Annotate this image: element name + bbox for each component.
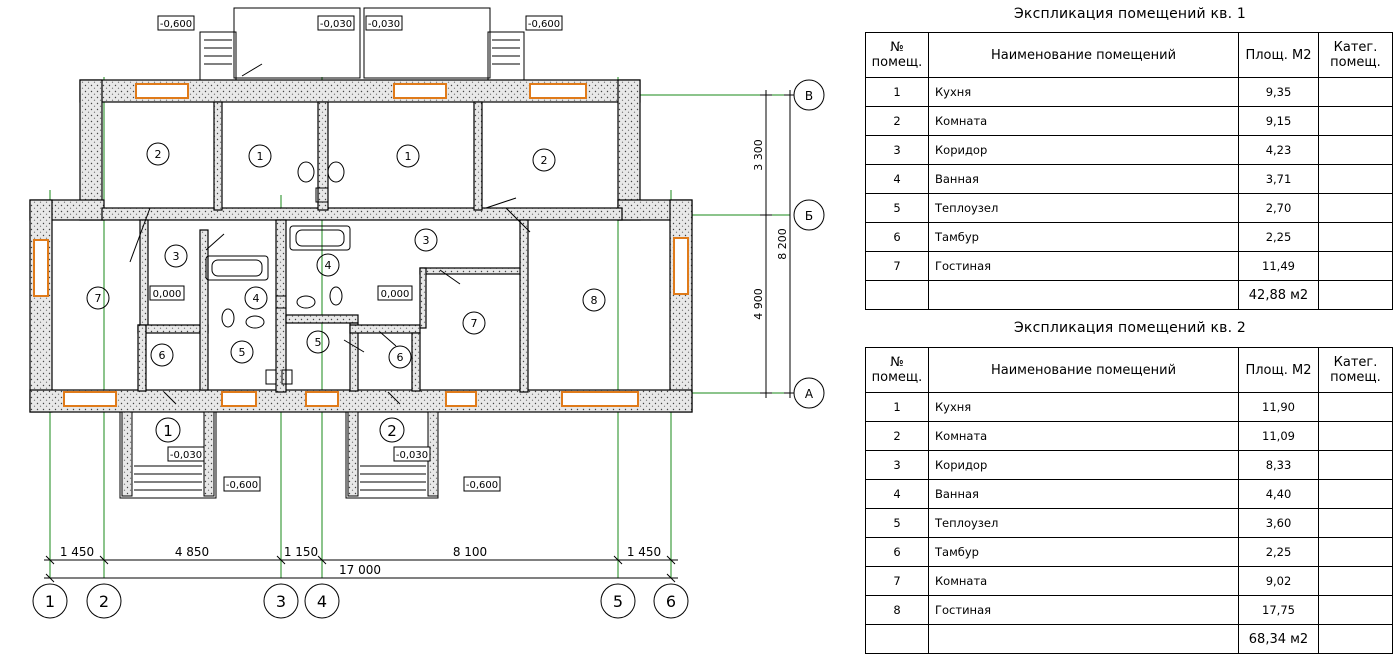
room-tag: 6 — [397, 351, 404, 364]
axis-row-label: Б — [805, 209, 813, 223]
axis-col-label: 6 — [666, 592, 676, 611]
fixtures — [205, 161, 351, 385]
column-header: Катег. помещ. — [1318, 347, 1393, 393]
room-tag: 6 — [159, 349, 166, 362]
room-tag: 5 — [239, 346, 246, 359]
total-area: 68,34 м2 — [1238, 624, 1319, 654]
level-mark: -0,600 — [160, 19, 192, 30]
room-tag: 7 — [95, 292, 102, 305]
explication-table-1: № помещ. Наименование помещений Площ. М2… — [865, 32, 1393, 310]
bottom-porches — [119, 411, 439, 499]
explication-tables: Экспликация помещений кв. 1 № помещ. Наи… — [860, 0, 1400, 664]
top-porches — [199, 7, 525, 81]
table-2-title: Экспликация помещений кв. 2 — [1013, 320, 1247, 336]
dim-right: 4 900 — [752, 288, 765, 320]
level-mark: -0,600 — [226, 480, 258, 491]
table-1-title: Экспликация помещений кв. 1 — [1013, 6, 1247, 22]
room-tag: 3 — [423, 234, 430, 247]
axis-col-label: 2 — [99, 592, 109, 611]
explication-table-2: № помещ. Наименование помещений Площ. М2… — [865, 347, 1393, 654]
column-header: Площ. М2 — [1238, 347, 1319, 393]
room-tag: 8 — [591, 294, 598, 307]
column-header: № помещ. — [865, 32, 929, 78]
entrance-tag: 2 — [387, 422, 397, 440]
room-tag: 4 — [253, 292, 260, 305]
column-header: Площ. М2 — [1238, 32, 1319, 78]
axis-row-label: В — [805, 89, 813, 103]
axis-col-label: 4 — [317, 592, 327, 611]
axis-col-label: 1 — [45, 592, 55, 611]
column-header: Наименование помещений — [928, 32, 1239, 78]
room-tags — [86, 142, 606, 369]
total-area: 42,88 м2 — [1238, 280, 1319, 310]
dimensions-bottom — [44, 555, 678, 583]
column-header: Наименование помещений — [928, 347, 1239, 393]
dim-right: 3 300 — [752, 139, 765, 171]
level-mark: -0,030 — [396, 450, 428, 461]
axis-col-label: 3 — [276, 592, 286, 611]
room-tag: 7 — [471, 317, 478, 330]
dim-bottom: 8 100 — [453, 545, 487, 559]
level-marks: -0,600 -0,030 -0,030 -0,600 0,000 0,000 … — [149, 15, 563, 492]
entrance-tag: 1 — [163, 422, 173, 440]
dim-bottom: 1 450 — [627, 545, 661, 559]
floor-plan: -0,600 -0,030 -0,030 -0,600 0,000 0,000 … — [29, 7, 825, 619]
dim-bottom: 1 450 — [60, 545, 94, 559]
column-header: Катег. помещ. — [1318, 32, 1393, 78]
room-tag: 3 — [173, 250, 180, 263]
room-tag: 1 — [405, 150, 412, 163]
room-tag: 2 — [541, 154, 548, 167]
dim-total: 17 000 — [339, 563, 381, 577]
level-mark: -0,600 — [466, 480, 498, 491]
level-mark: -0,030 — [170, 450, 202, 461]
room-tag: 1 — [257, 150, 264, 163]
level-mark: -0,030 — [320, 19, 352, 30]
table-total-row: 42,88 м2 — [865, 280, 1393, 310]
level-mark: 0,000 — [381, 289, 410, 300]
walls — [29, 79, 693, 413]
dim-right-total: 8 200 — [776, 228, 789, 260]
level-mark: -0,030 — [368, 19, 400, 30]
dim-bottom: 4 850 — [175, 545, 209, 559]
windows — [33, 83, 689, 407]
room-tag: 2 — [155, 148, 162, 161]
column-header: № помещ. — [865, 347, 929, 393]
level-mark: -0,600 — [528, 19, 560, 30]
door-swings — [129, 63, 531, 405]
room-tag: 4 — [325, 259, 332, 272]
room-tag: 5 — [315, 336, 322, 349]
axis-row-label: А — [805, 387, 814, 401]
dimensions-right — [760, 90, 796, 398]
table-total-row: 68,34 м2 — [865, 624, 1393, 654]
dim-bottom: 1 150 — [284, 545, 318, 559]
axis-col-label: 5 — [613, 592, 623, 611]
level-mark: 0,000 — [153, 289, 182, 300]
